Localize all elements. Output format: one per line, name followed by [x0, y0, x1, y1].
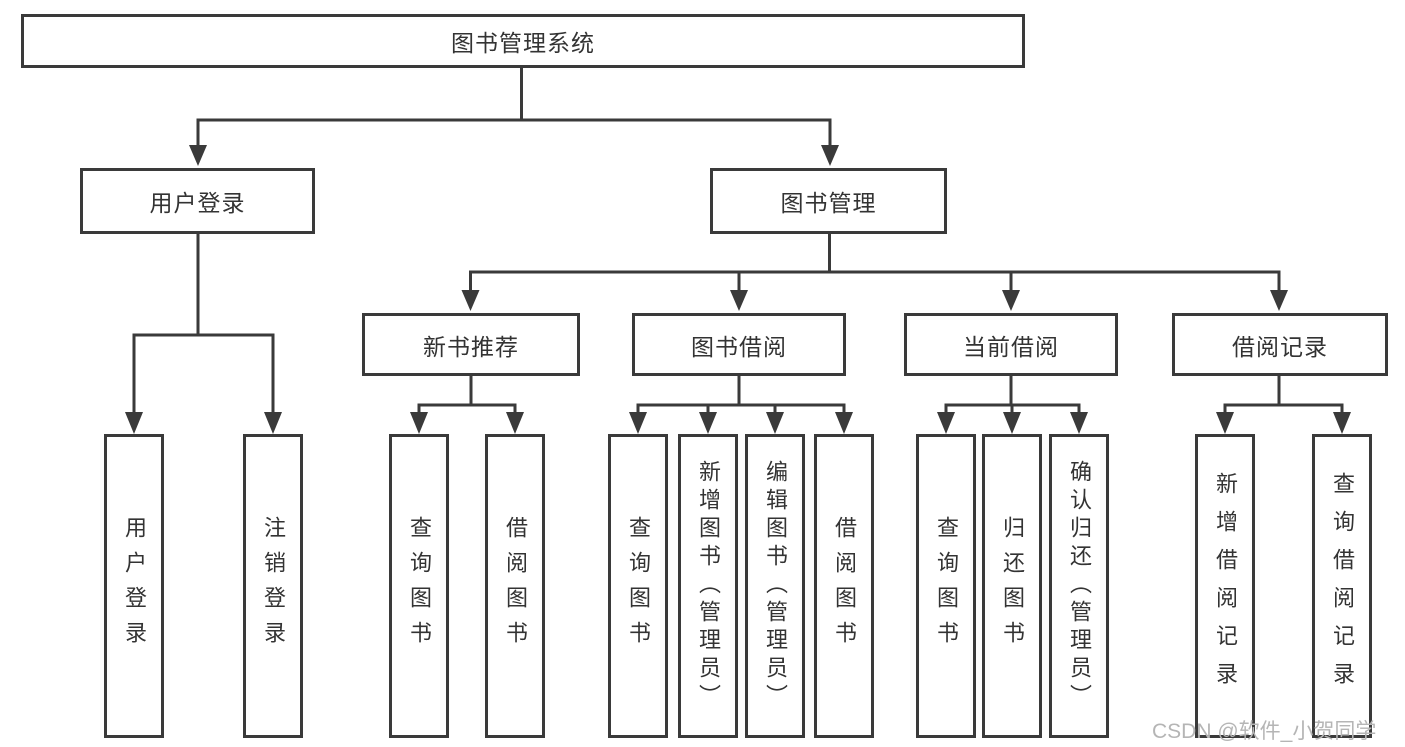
- node-root: 图书管理系统: [21, 14, 1025, 68]
- leaf-query-books-borrowing: 查询图书: [608, 434, 668, 738]
- watermark: CSDN @软件_小贺同学: [1152, 720, 1377, 743]
- leaf-confirm-return-admin: 确认归还（管理员）: [1049, 434, 1109, 738]
- leaf-query-books-recommend: 查询图书: [389, 434, 449, 738]
- leaf-edit-book-admin: 编辑图书（管理员）: [745, 434, 805, 738]
- leaf-edit-book-admin-label: 编辑图书（管理员）: [763, 460, 788, 712]
- node-user-login: 用户登录: [80, 168, 315, 234]
- leaf-borrow-books-recommend-label: 借阅图书: [503, 516, 528, 656]
- leaf-logout: 注销登录: [243, 434, 303, 738]
- leaf-borrow-books-recommend: 借阅图书: [485, 434, 545, 738]
- node-current-borrowing: 当前借阅: [904, 313, 1118, 376]
- leaf-user-login-label: 用户登录: [122, 516, 147, 656]
- node-book-borrowing: 图书借阅: [632, 313, 846, 376]
- node-book-management: 图书管理: [710, 168, 947, 234]
- leaf-query-books-recommend-label: 查询图书: [407, 516, 432, 656]
- leaf-logout-label: 注销登录: [261, 516, 286, 656]
- leaf-query-books-borrowing-label: 查询图书: [626, 516, 651, 656]
- leaf-add-book-admin-label: 新增图书（管理员）: [696, 460, 721, 712]
- leaf-query-books-current-label: 查询图书: [934, 516, 959, 656]
- leaf-confirm-return-admin-label: 确认归还（管理员）: [1067, 460, 1092, 712]
- node-user-login-label: 用户登录: [149, 190, 246, 216]
- leaf-borrow-books-borrowing: 借阅图书: [814, 434, 874, 738]
- leaf-query-borrow-record: 查询借阅记录: [1312, 434, 1372, 738]
- node-book-borrowing-label: 图书借阅: [691, 333, 787, 360]
- leaf-user-login: 用户登录: [104, 434, 164, 738]
- leaf-query-books-current: 查询图书: [916, 434, 976, 738]
- node-root-label: 图书管理系统: [451, 30, 595, 56]
- node-borrowing-records-label: 借阅记录: [1232, 333, 1328, 360]
- node-borrowing-records: 借阅记录: [1172, 313, 1388, 376]
- node-new-book-recommend-label: 新书推荐: [423, 333, 519, 360]
- leaf-query-borrow-record-label: 查询借阅记录: [1330, 472, 1355, 700]
- leaf-return-books-label: 归还图书: [1000, 516, 1025, 656]
- leaf-return-books: 归还图书: [982, 434, 1042, 738]
- node-book-management-label: 图书管理: [780, 190, 877, 216]
- node-new-book-recommend: 新书推荐: [362, 313, 580, 376]
- leaf-add-borrow-record: 新增借阅记录: [1195, 434, 1255, 738]
- leaf-add-borrow-record-label: 新增借阅记录: [1213, 472, 1238, 700]
- node-current-borrowing-label: 当前借阅: [963, 333, 1059, 360]
- leaf-add-book-admin: 新增图书（管理员）: [678, 434, 738, 738]
- leaf-borrow-books-borrowing-label: 借阅图书: [832, 516, 857, 656]
